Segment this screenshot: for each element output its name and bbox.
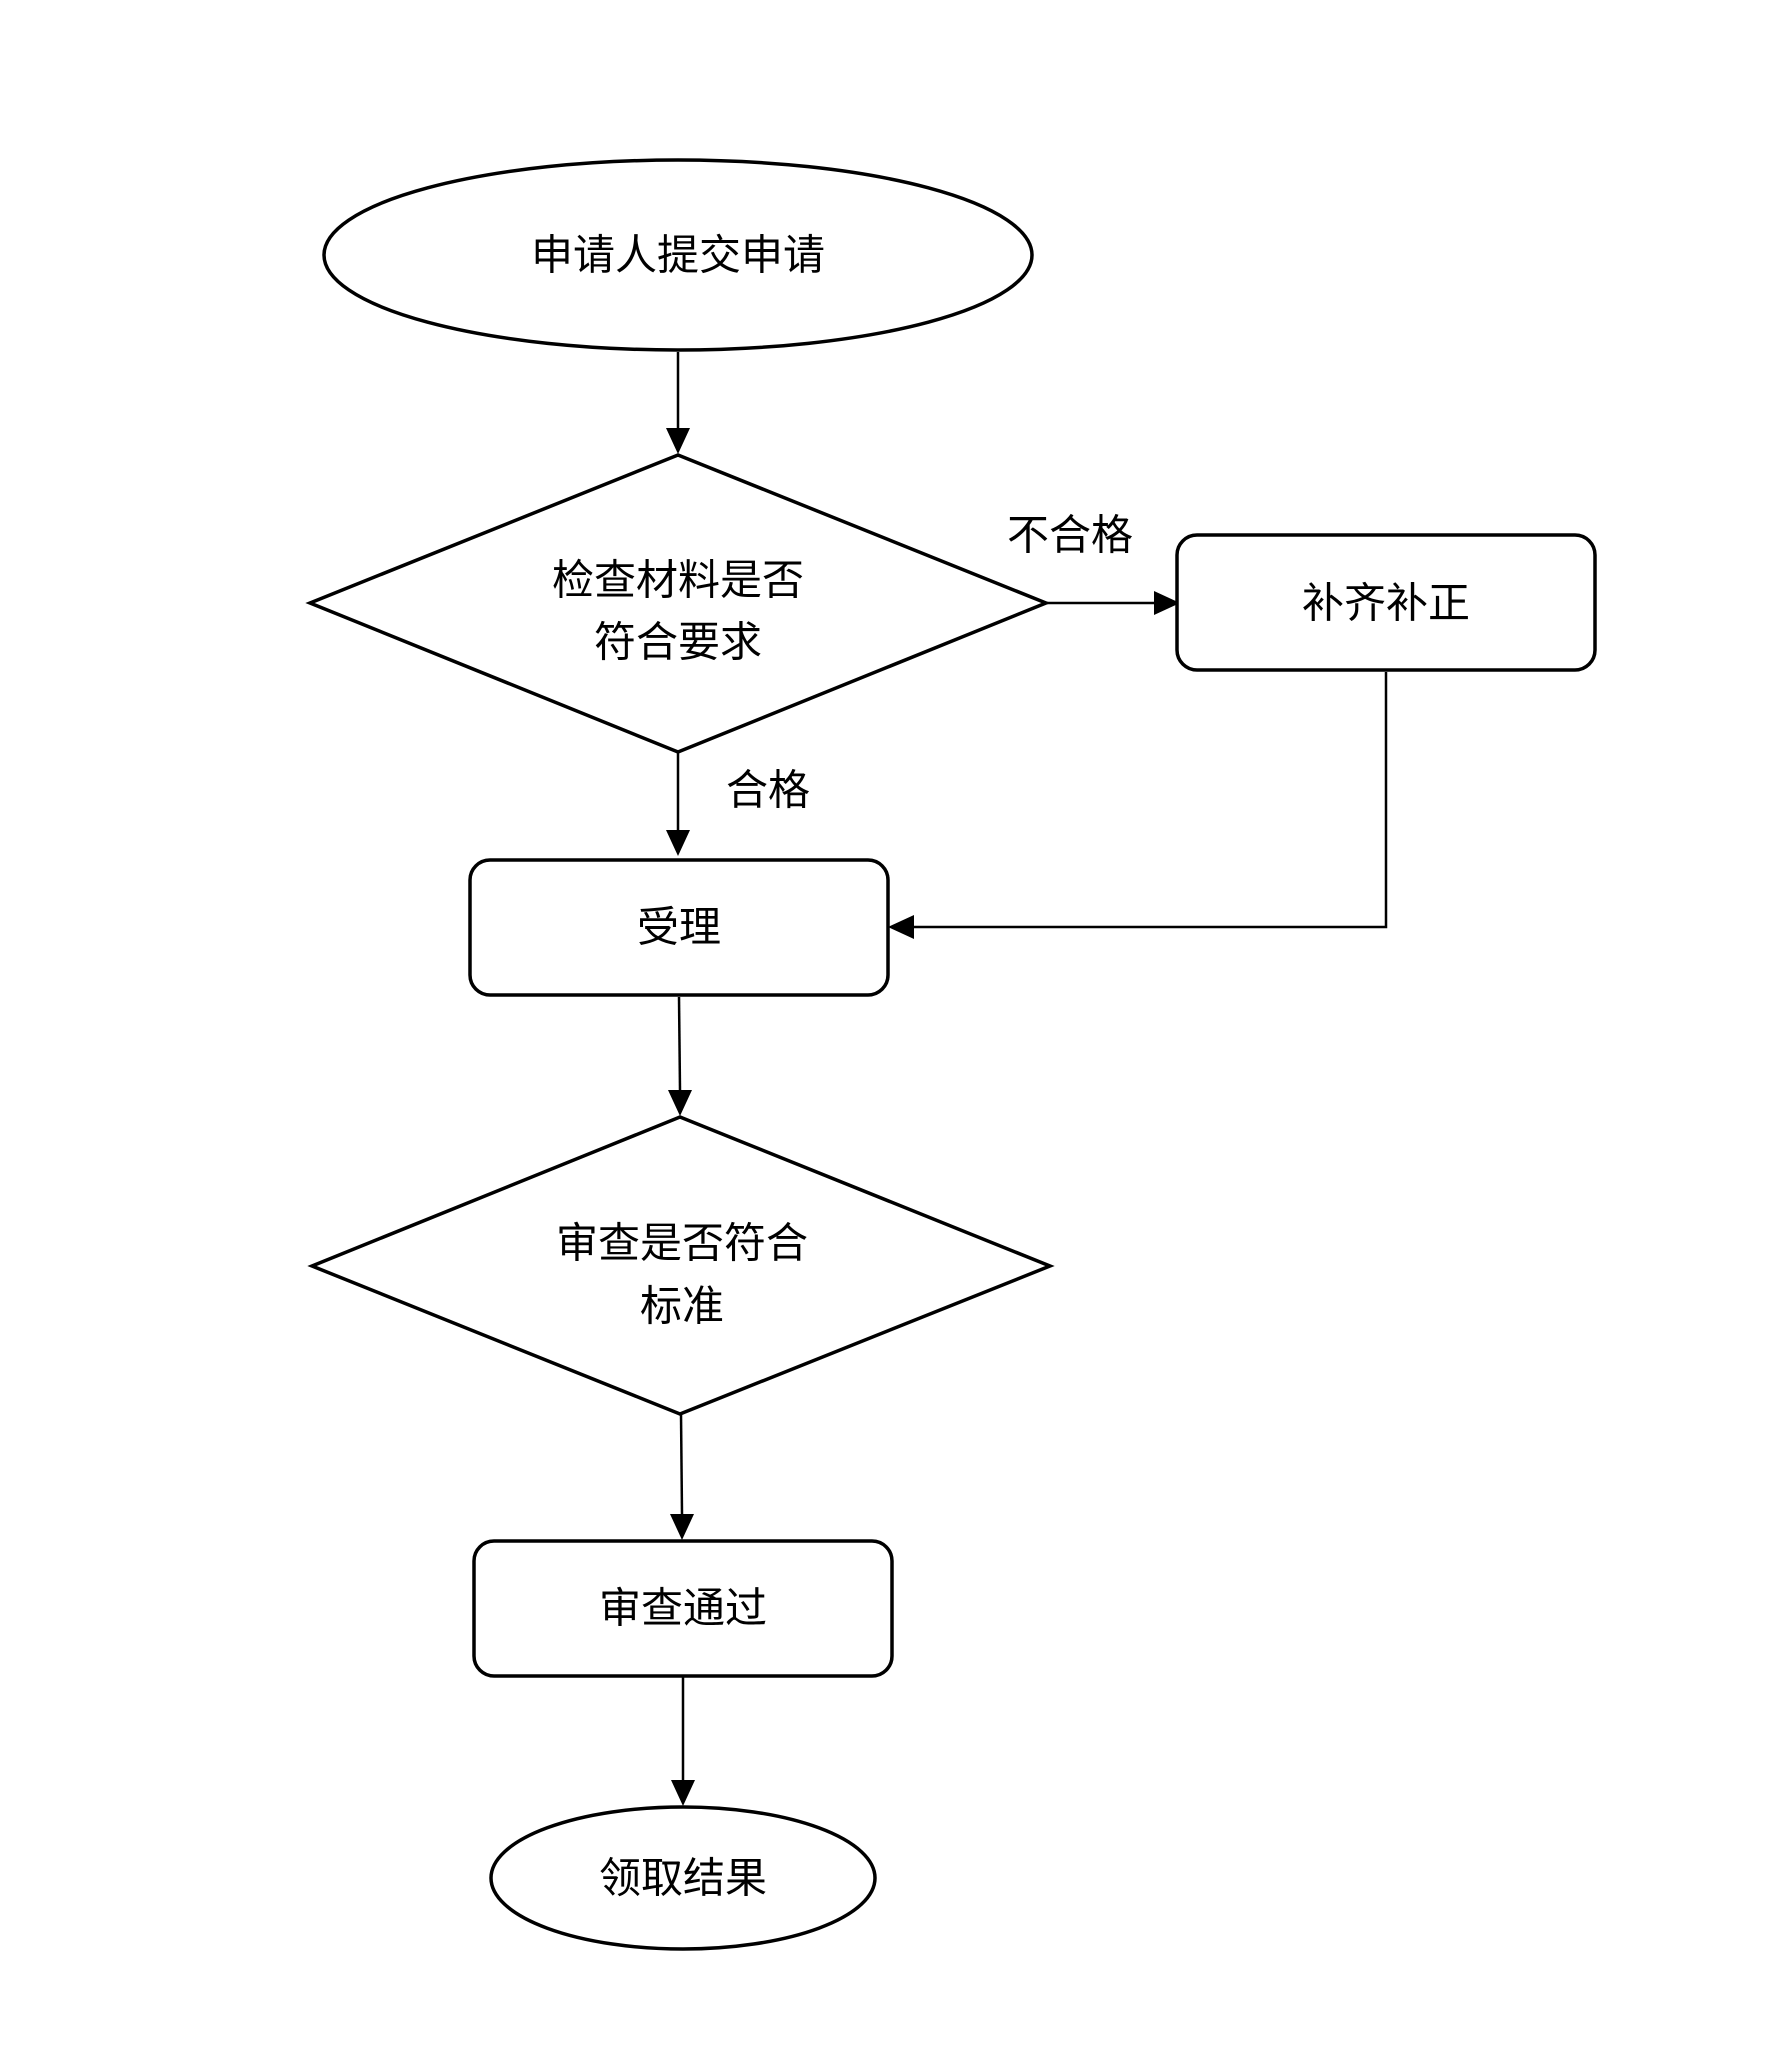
end-node-label: 领取结果 <box>599 1854 767 1903</box>
arrowhead-accept-return <box>888 915 914 939</box>
arrowhead-approved <box>670 1514 694 1540</box>
check-decision-node <box>305 453 1051 754</box>
accept-node-label: 受理 <box>637 903 721 952</box>
arrowhead-review <box>668 1090 692 1116</box>
supplement-node <box>1175 533 1597 672</box>
review-decision-node <box>307 1115 1055 1416</box>
edge-label-unqualified: 不合格 <box>1007 511 1133 560</box>
arrowhead-end <box>671 1780 695 1806</box>
arrowhead-supplement <box>1154 591 1180 615</box>
start-node <box>322 158 1034 352</box>
approved-node-label: 审查通过 <box>599 1584 767 1633</box>
review-node-label-line2: 标准 <box>640 1282 724 1331</box>
connector-supplement-to-accept <box>914 672 1388 929</box>
approved-node <box>472 1539 894 1678</box>
edge-label-qualified: 合格 <box>726 766 810 815</box>
connector-review-to-approved <box>679 1413 684 1515</box>
supplement-node-label: 补齐补正 <box>1302 579 1470 628</box>
start-node-label: 申请人提交申请 <box>531 231 825 280</box>
connector-accept-to-review <box>677 996 682 1091</box>
check-node-label-line2: 符合要求 <box>594 618 762 667</box>
check-node-label-line1: 检查材料是否 <box>552 556 804 605</box>
end-node <box>489 1805 877 1951</box>
review-node-label-line1: 审查是否符合 <box>556 1219 808 1268</box>
arrowhead-accept <box>666 830 690 856</box>
accept-node <box>468 858 890 997</box>
arrowhead-check <box>666 428 690 454</box>
